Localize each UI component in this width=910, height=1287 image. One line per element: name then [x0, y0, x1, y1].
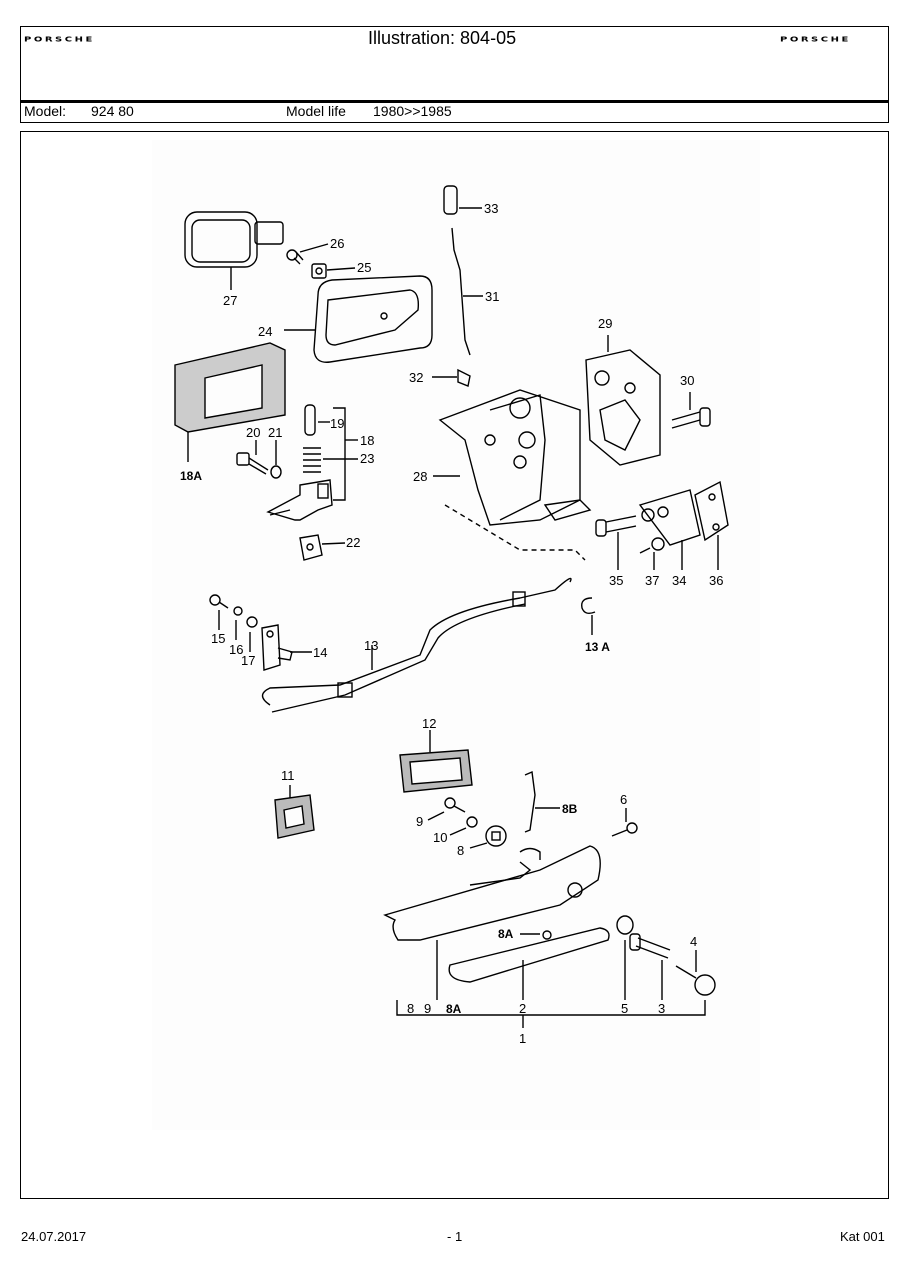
part-16-washer [233, 606, 243, 640]
part-3-lock-cylinder [629, 933, 671, 1000]
part-20-bolt [236, 440, 269, 475]
part-17-washer [246, 616, 258, 652]
part-29-striker [585, 335, 661, 466]
part-26-screw [286, 243, 329, 265]
part-27-cover [184, 211, 284, 290]
part-14-bracket [261, 624, 312, 671]
drawing-box [20, 131, 889, 1199]
label-25: 25 [357, 260, 371, 275]
label-33: 33 [484, 201, 498, 216]
label-6: 6 [620, 792, 627, 807]
part-28-lock [433, 389, 592, 561]
part-35-bolt [595, 515, 637, 570]
label-8a: 8A [498, 927, 514, 941]
porsche-logo-left: PORSCHE [24, 36, 95, 44]
label-27: 27 [223, 293, 237, 308]
label-8: 8 [457, 843, 464, 858]
footer-catalog: Kat 001 [840, 1229, 885, 1244]
label-9: 9 [416, 814, 423, 829]
part-24-bezel [284, 275, 433, 363]
bottom-label-3: 3 [658, 1001, 665, 1016]
label-34: 34 [672, 573, 686, 588]
part-8b-lever [524, 770, 560, 833]
part-1-door-handle [383, 845, 601, 941]
part-33-knob [443, 185, 482, 215]
assembly-bracket [396, 940, 706, 1028]
label-24: 24 [258, 324, 272, 339]
bottom-label-2: 2 [519, 1001, 526, 1016]
page-title: Illustration: 804-05 [368, 28, 517, 48]
part-15-screw [209, 594, 229, 630]
part-13-cable [261, 577, 572, 713]
model-life-value: 1980>>1985 [373, 103, 452, 119]
header-box [20, 26, 889, 101]
part-5-grommet [616, 915, 634, 1000]
footer-date: 24.07.2017 [21, 1229, 87, 1244]
part-6-screw [611, 808, 638, 837]
label-15: 15 [211, 631, 225, 646]
part-10-washer [449, 816, 478, 836]
part-31-rod [451, 227, 483, 356]
part-12-seal [399, 730, 473, 793]
part-36-plate [694, 480, 729, 570]
label-37: 37 [645, 573, 659, 588]
label-26: 26 [330, 236, 344, 251]
part-19-pin [304, 404, 330, 436]
label-11: 11 [281, 768, 295, 783]
label-23: 23 [360, 451, 374, 466]
model-value: 924 80 [91, 103, 134, 119]
part-25-nut [311, 263, 356, 279]
label-35: 35 [609, 573, 623, 588]
label-32: 32 [409, 370, 423, 385]
label-18a: 18A [180, 469, 202, 483]
part-37-screw [639, 537, 665, 570]
model-bar: Model: 924 80 Model life 1980>>1985 [20, 100, 889, 123]
label-4: 4 [690, 934, 697, 949]
label-12: 12 [422, 716, 436, 731]
part-23-spring [303, 447, 358, 473]
label-10: 10 [433, 830, 447, 845]
part-4-key [675, 950, 716, 996]
part-18a-foam [174, 342, 286, 462]
label-13a: 13 A [585, 640, 610, 654]
part-18-bracket [266, 407, 358, 521]
label-18: 18 [360, 433, 374, 448]
part-34-plate [638, 489, 701, 570]
drawing-background [152, 140, 760, 1130]
footer-page: - 1 [447, 1229, 463, 1244]
part-21-washer [270, 440, 282, 479]
label-17: 17 [241, 653, 255, 668]
label-19: 19 [330, 416, 344, 431]
part-9-screw [427, 797, 466, 821]
label-30: 30 [680, 373, 694, 388]
porsche-logo-right: PORSCHE [780, 36, 851, 44]
label-29: 29 [598, 316, 612, 331]
label-13: 13 [364, 638, 378, 653]
label-14: 14 [313, 645, 327, 660]
part-8-lever [469, 825, 507, 849]
label-21: 21 [268, 425, 282, 440]
label-28: 28 [413, 469, 427, 484]
bottom-label-8a: 8A [446, 1002, 462, 1016]
part-2-trim [448, 927, 610, 1000]
part-32-clip [432, 368, 471, 387]
model-label: Model: [24, 103, 67, 119]
label-16: 16 [229, 642, 243, 657]
bottom-label-5: 5 [621, 1001, 628, 1016]
label-20: 20 [246, 425, 260, 440]
part-22-clip [299, 534, 346, 561]
label-22: 22 [346, 535, 360, 550]
bottom-label-8: 8 [407, 1001, 414, 1016]
part-30-bolt [671, 392, 711, 429]
model-life-label: Model life [286, 103, 346, 119]
label-36: 36 [709, 573, 723, 588]
bottom-label-1: 1 [519, 1031, 526, 1046]
part-11-seal [274, 785, 315, 839]
part-13a-clip [581, 597, 596, 635]
label-8b: 8B [562, 802, 578, 816]
bottom-label-9: 9 [424, 1001, 431, 1016]
label-31: 31 [485, 289, 499, 304]
